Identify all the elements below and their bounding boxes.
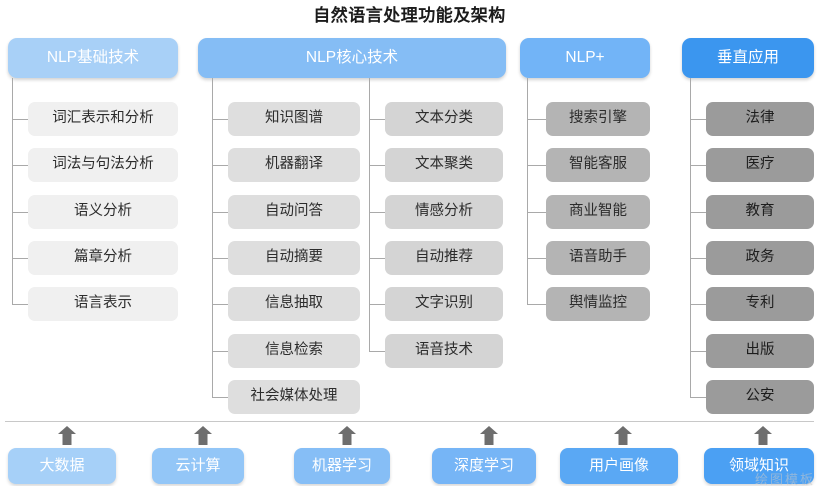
connector-branch-nlp-core-0-0 <box>212 119 228 120</box>
connector-branch-vertical-app-0-6 <box>690 396 706 398</box>
connector-stem-nlp-core-0 <box>212 78 213 119</box>
up-arrow-icon-3 <box>336 425 358 447</box>
leaf-vertical-app-7[interactable]: 公安 <box>706 379 814 414</box>
connector-branch-nlp-core-1-2 <box>369 211 385 213</box>
up-arrow-icon-4 <box>478 425 500 447</box>
up-arrow-icon-1 <box>56 425 78 447</box>
connector-branch-nlp-plus-0-4 <box>527 304 546 306</box>
foundation-item-4[interactable]: 深度学习 <box>432 448 536 484</box>
header-vertical-app[interactable]: 垂直应用 <box>682 38 814 78</box>
leaf-nlp-core-6[interactable]: 信息检索 <box>228 333 360 368</box>
connector-branch-nlp-basic-0-2 <box>12 211 28 213</box>
up-arrow-icon-2 <box>192 425 214 447</box>
foundation-item-6[interactable]: 领域知识 <box>704 448 814 484</box>
foundation-item-5[interactable]: 用户画像 <box>560 448 678 484</box>
connector-branch-nlp-core-0-1 <box>212 165 228 167</box>
connector-stem-vertical-app-0 <box>690 78 691 119</box>
connector-stem-nlp-basic-0 <box>12 78 13 119</box>
connector-branch-vertical-app-0-0 <box>690 119 706 120</box>
leaf-vertical-app-1[interactable]: 法律 <box>706 102 814 136</box>
leaf-nlp-plus-3[interactable]: 商业智能 <box>546 194 650 229</box>
connector-branch-nlp-core-0-4 <box>212 304 228 306</box>
header-nlp-plus[interactable]: NLP+ <box>520 38 650 78</box>
leaf-nlp-core-1[interactable]: 知识图谱 <box>228 102 360 136</box>
connector-branch-nlp-core-1-4 <box>369 304 385 306</box>
connector-branch-vertical-app-0-5 <box>690 350 706 352</box>
connector-branch-nlp-core-1-3 <box>369 257 385 259</box>
connector-branch-vertical-app-0-3 <box>690 257 706 259</box>
up-arrow-icon-6 <box>752 425 774 447</box>
header-nlp-core[interactable]: NLP核心技术 <box>198 38 506 78</box>
foundation-divider <box>5 421 814 422</box>
page-title: 自然语言处理功能及架构 <box>313 6 506 25</box>
leaf-nlp-plus-5[interactable]: 舆情监控 <box>546 287 650 322</box>
leaf-vertical-app-5[interactable]: 专利 <box>706 287 814 322</box>
leaf-nlp-basic-5[interactable]: 语言表示 <box>28 287 178 322</box>
connector-stem-nlp-plus-0 <box>527 78 528 119</box>
connector-branch-nlp-core-1-1 <box>369 165 385 167</box>
leaf-nlp-core-2[interactable]: 机器翻译 <box>228 148 360 183</box>
connector-branch-vertical-app-0-2 <box>690 211 706 213</box>
connector-branch-nlp-core-1-0 <box>369 119 385 120</box>
connector-branch-vertical-app-0-1 <box>690 165 706 167</box>
connector-branch-nlp-plus-0-1 <box>527 165 546 167</box>
leaf-nlp-core-5[interactable]: 信息抽取 <box>228 287 360 322</box>
connector-branch-nlp-plus-0-0 <box>527 119 546 120</box>
leaf-vertical-app-3[interactable]: 教育 <box>706 194 814 229</box>
leaf-vertical-app-6[interactable]: 出版 <box>706 333 814 368</box>
watermark: 绘图模板 <box>754 472 815 486</box>
leaf-nlp-plus-2[interactable]: 智能客服 <box>546 148 650 183</box>
leaf-nlp-plus-4[interactable]: 语音助手 <box>546 240 650 275</box>
leaf-nlp-basic-1[interactable]: 词汇表示和分析 <box>28 102 178 136</box>
connector-branch-nlp-core-1-5 <box>369 350 385 352</box>
leaf-nlp-core-3[interactable]: 情感分析 <box>385 194 503 229</box>
header-nlp-basic[interactable]: NLP基础技术 <box>8 38 178 78</box>
connector-spine-nlp-core-1 <box>369 119 370 351</box>
leaf-nlp-core-2[interactable]: 文本聚类 <box>385 148 503 183</box>
leaf-nlp-core-5[interactable]: 文字识别 <box>385 287 503 322</box>
foundation-item-1[interactable]: 大数据 <box>8 448 116 484</box>
leaf-nlp-core-6[interactable]: 语音技术 <box>385 333 503 368</box>
connector-branch-nlp-core-0-2 <box>212 211 228 213</box>
leaf-vertical-app-4[interactable]: 政务 <box>706 240 814 275</box>
connector-branch-nlp-core-0-3 <box>212 257 228 259</box>
connector-branch-nlp-plus-0-2 <box>527 211 546 213</box>
leaf-nlp-basic-2[interactable]: 词法与句法分析 <box>28 148 178 183</box>
leaf-nlp-plus-1[interactable]: 搜索引擎 <box>546 102 650 136</box>
leaf-nlp-basic-3[interactable]: 语义分析 <box>28 194 178 229</box>
leaf-nlp-core-4[interactable]: 自动推荐 <box>385 240 503 275</box>
leaf-vertical-app-2[interactable]: 医疗 <box>706 148 814 183</box>
connector-branch-nlp-basic-0-0 <box>12 119 28 120</box>
connector-branch-nlp-basic-0-3 <box>12 257 28 259</box>
leaf-nlp-core-7[interactable]: 社会媒体处理 <box>228 379 360 414</box>
foundation-item-3[interactable]: 机器学习 <box>294 448 390 484</box>
connector-branch-nlp-basic-0-1 <box>12 165 28 167</box>
connector-branch-nlp-basic-0-4 <box>12 304 28 306</box>
connector-branch-nlp-core-0-6 <box>212 396 228 398</box>
foundation-item-2[interactable]: 云计算 <box>152 448 244 484</box>
connector-branch-nlp-core-0-5 <box>212 350 228 352</box>
connector-branch-nlp-plus-0-3 <box>527 257 546 259</box>
leaf-nlp-core-3[interactable]: 自动问答 <box>228 194 360 229</box>
connector-stem-nlp-core-1 <box>369 78 370 119</box>
leaf-nlp-core-1[interactable]: 文本分类 <box>385 102 503 136</box>
leaf-nlp-basic-4[interactable]: 篇章分析 <box>28 240 178 275</box>
connector-branch-vertical-app-0-4 <box>690 304 706 306</box>
up-arrow-icon-5 <box>612 425 634 447</box>
leaf-nlp-core-4[interactable]: 自动摘要 <box>228 240 360 275</box>
